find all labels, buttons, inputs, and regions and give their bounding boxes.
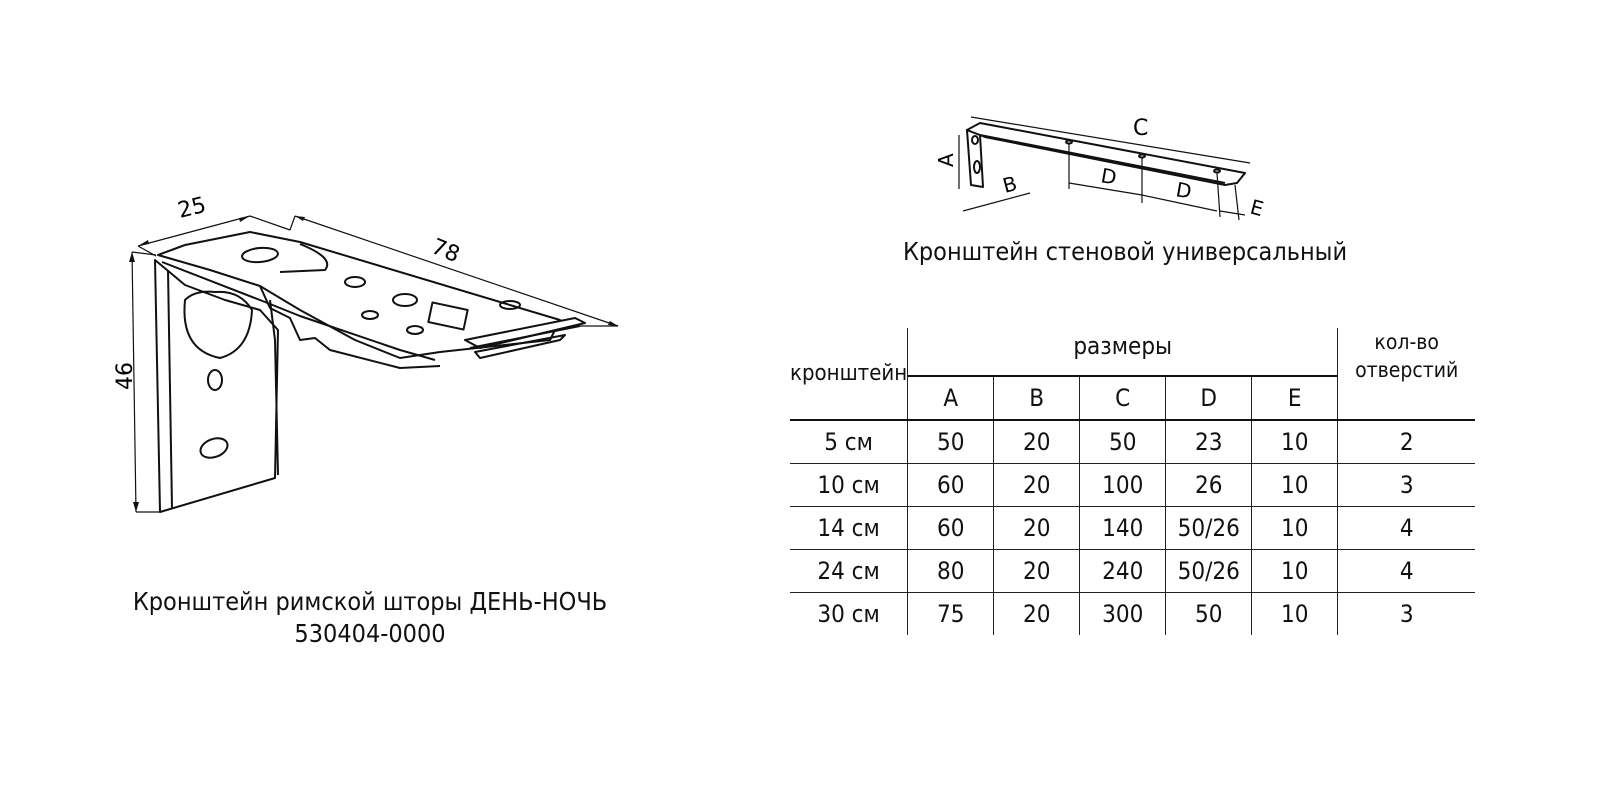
roman-blind-bracket-drawing: 25 78 46 (100, 190, 640, 530)
bracket-round-cutout (183, 290, 253, 359)
wall-bracket-beam (966, 122, 1246, 186)
cell-c: 140 (1079, 506, 1166, 550)
cell-e: 10 (1251, 549, 1338, 593)
header-holes: кол-во отверстий (1337, 328, 1476, 420)
cell-bracket: 10 см (790, 463, 909, 507)
header-d: D (1165, 376, 1252, 421)
wall-bracket-hole-2 (973, 160, 981, 174)
cell-c: 300 (1079, 592, 1166, 635)
bracket-slot-1 (241, 246, 279, 264)
cell-e: 10 (1251, 419, 1338, 464)
label-c: C (1133, 116, 1148, 141)
cell-holes: 3 (1337, 463, 1476, 507)
bracket-wall-hole-1 (207, 369, 223, 391)
cell-a: 60 (907, 506, 994, 550)
cell-a: 50 (907, 419, 994, 464)
label-b: B (1000, 171, 1019, 198)
cell-d: 50 (1165, 592, 1252, 635)
cell-bracket: 5 см (790, 419, 909, 464)
cell-a: 80 (907, 549, 994, 593)
label-d-1: D (1099, 163, 1118, 189)
dim-width-label: 25 (175, 193, 208, 224)
cell-b: 20 (993, 463, 1080, 507)
table-row: 14 см 60 20 140 50/26 10 4 (790, 506, 1476, 550)
table-row: 30 см 75 20 300 50 10 3 (790, 592, 1476, 635)
dim-height-label: 46 (113, 362, 138, 390)
table-row: 5 см 50 20 50 23 10 2 (790, 419, 1476, 464)
label-a: A (934, 153, 958, 167)
bracket-wall-plate (154, 259, 279, 513)
header-b: B (993, 376, 1080, 421)
cell-d: 26 (1165, 463, 1252, 507)
cell-c: 100 (1079, 463, 1166, 507)
bracket-front-clip (464, 317, 586, 349)
roman-blind-bracket-caption: Кронштейн римской шторы ДЕНЬ-НОЧЬ 530404… (120, 586, 620, 650)
table-row: 10 см 60 20 100 26 10 3 (790, 463, 1476, 507)
cell-e: 10 (1251, 463, 1338, 507)
header-bracket: кронштейн (790, 328, 909, 420)
table-row: 24 см 80 20 240 50/26 10 4 (790, 549, 1476, 593)
label-e: E (1248, 195, 1266, 221)
bracket-wall-hole-2 (199, 437, 229, 459)
caption-title: Кронштейн римской шторы ДЕНЬ-НОЧЬ (132, 587, 608, 616)
bracket-slot-3 (392, 293, 418, 307)
header-c: C (1079, 376, 1166, 421)
label-d-2: D (1174, 177, 1193, 203)
header-e: E (1251, 376, 1338, 421)
cell-d: 23 (1165, 419, 1252, 464)
cell-a: 75 (936, 600, 965, 628)
cell-bracket: 14 см (790, 506, 909, 550)
cell-b: 20 (993, 506, 1080, 550)
bracket-slot-2 (344, 276, 366, 288)
cell-a: 60 (907, 463, 994, 507)
caption-article: 530404-0000 (294, 619, 446, 648)
cell-b: 20 (993, 549, 1080, 593)
cell-d: 50/26 (1165, 549, 1252, 593)
cell-b: 20 (993, 592, 1080, 635)
wall-bracket-hole-1 (971, 135, 979, 145)
cell-holes: 2 (1337, 419, 1476, 464)
cell-c: 50 (1079, 419, 1166, 464)
cell-holes: 3 (1337, 592, 1476, 635)
bracket-spec-table: кронштейн размеры кол-во отверстий A B C… (790, 328, 1476, 635)
header-a: A (907, 376, 994, 421)
cell-e: 10 (1251, 592, 1338, 635)
header-holes-line1: кол-во (1374, 330, 1439, 354)
wall-bracket-vertical (966, 129, 984, 188)
cell-holes: 4 (1337, 549, 1476, 593)
cell-bracket: 24 см (790, 549, 909, 593)
cell-c: 240 (1079, 549, 1166, 593)
cell-bracket: 30 см (790, 592, 909, 635)
header-sizes: размеры (907, 328, 1338, 377)
universal-wall-bracket-drawing: C A B D D E (925, 95, 1315, 230)
cell-b: 20 (993, 419, 1080, 464)
cell-e: 10 (1251, 506, 1338, 550)
universal-wall-bracket-caption: Кронштейн стеновой универсальный (902, 237, 1348, 266)
bracket-square-hole (427, 301, 469, 331)
cell-d: 50/26 (1165, 506, 1252, 550)
header-holes-line2: отверстий (1355, 358, 1459, 382)
cell-holes: 4 (1337, 506, 1476, 550)
